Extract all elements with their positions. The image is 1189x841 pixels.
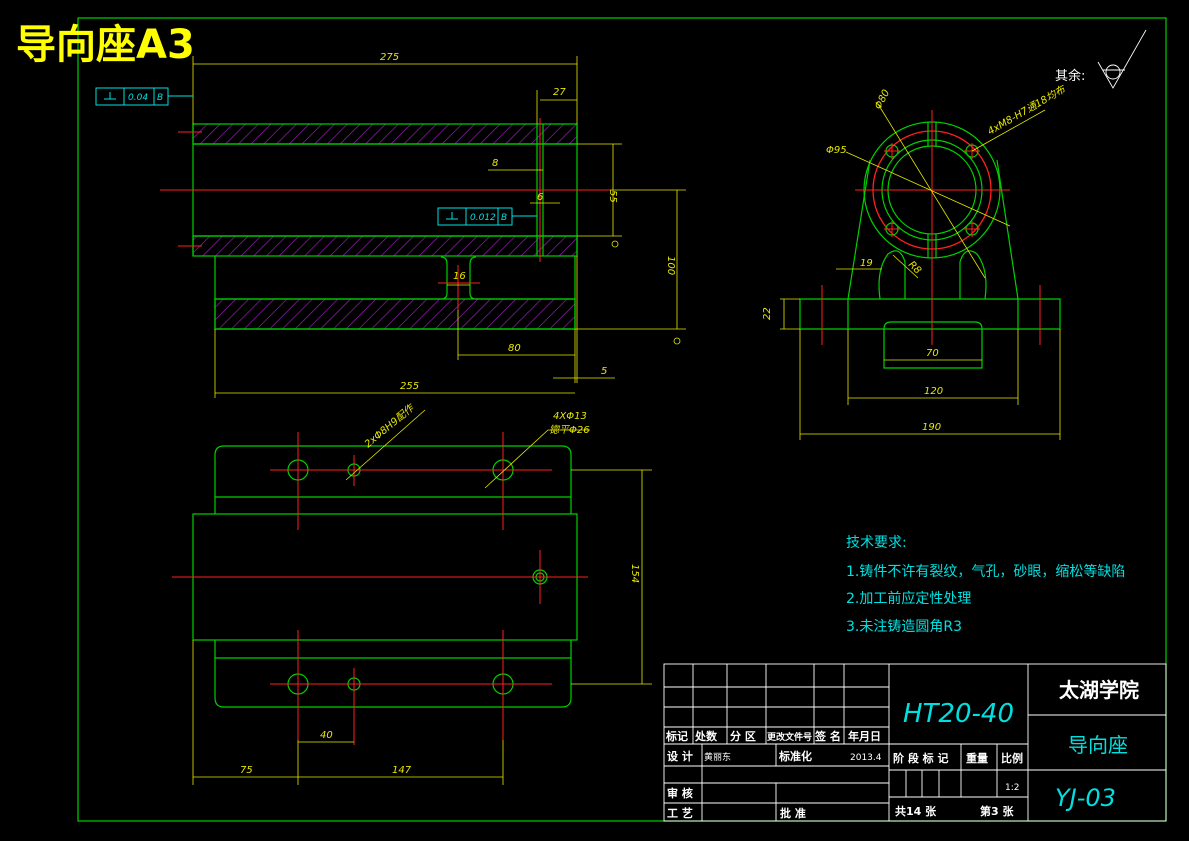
svg-text:其余:: 其余: — [1055, 68, 1085, 84]
dim-16: 16 — [453, 271, 466, 282]
technical-requirements: 技术要求: 1.铸件不许有裂纹，气孔，砂眼，缩松等缺陷 2.加工前应定性处理 3… — [846, 535, 1125, 635]
tb-label: 签 名 — [814, 729, 841, 743]
top-view: 2xΦ8H9配作 4XΦ13 锪平Φ26 154 40 75 147 — [172, 401, 652, 785]
tb-label: 分 区 — [730, 729, 756, 743]
tb-material: HT20-40 — [903, 699, 1014, 729]
dim-phi95: Φ95 — [826, 145, 847, 156]
dim-r8: R8 — [906, 259, 923, 276]
tb-label: 阶 段 标 记 — [893, 751, 949, 765]
dim-19: 19 — [860, 258, 873, 269]
dim-6: 6 — [537, 192, 543, 203]
tb-label: 处数 — [694, 729, 718, 743]
tb-label: 比例 — [1001, 751, 1023, 765]
title-block: 标记 处数 分 区 更改文件号 签 名 年月日 设 计 黄丽东 标准化 2013… — [663, 663, 1167, 822]
tb-drawing-no: YJ-03 — [1055, 784, 1116, 812]
side-view: Φ80 Φ95 4xM8-H7通18均布 19 R8 22 70 120 190 — [762, 82, 1069, 440]
tech-req-item: 2.加工前应定性处理 — [846, 590, 971, 607]
dim-80: 80 — [508, 343, 521, 354]
dim-bolt-holes: 4XΦ13 — [553, 411, 587, 422]
tb-label: 更改文件号 — [767, 731, 812, 743]
svg-text:0.012: 0.012 — [470, 213, 496, 223]
svg-text:0.04: 0.04 — [128, 93, 148, 103]
dim-spotface: 锪平Φ26 — [549, 424, 590, 436]
svg-text:B: B — [157, 93, 163, 103]
tb-part-name: 导向座 — [1068, 733, 1128, 757]
tb-designer: 黄丽东 — [704, 751, 731, 763]
tb-label: 重量 — [966, 751, 988, 765]
dim-120: 120 — [924, 386, 943, 397]
tb-school: 太湖学院 — [1059, 678, 1139, 702]
tech-req-item: 3.未注铸造圆角R3 — [846, 619, 962, 635]
tb-label: 审 核 — [667, 786, 693, 800]
tb-total-sheets: 共14 张 — [895, 804, 937, 818]
tb-label: 设 计 — [667, 749, 693, 763]
upper-wall-section — [192, 123, 578, 145]
tb-label: 标准化 — [778, 749, 812, 763]
tb-label: 年月日 — [848, 729, 881, 743]
dim-5: 5 — [601, 366, 607, 377]
dim-8: 8 — [492, 158, 498, 169]
dim-147: 147 — [392, 765, 412, 776]
dim-27: 27 — [553, 87, 566, 98]
sheet-title: 导向座A3 — [16, 22, 195, 68]
tb-date: 2013.4 — [850, 753, 882, 763]
front-section-view: 275 27 8 6 16 55 100 80 5 255 — [95, 52, 686, 398]
dim-phi80: Φ80 — [873, 88, 892, 111]
perpendicularity-frame-2: 0.012 B — [437, 207, 537, 226]
tb-label: 标记 — [665, 729, 688, 743]
lower-wall-section — [192, 235, 578, 257]
dim-255: 255 — [400, 381, 419, 392]
base-section — [214, 298, 576, 330]
tech-req-heading: 技术要求: — [846, 535, 907, 551]
dim-22: 22 — [762, 307, 773, 320]
dim-75: 75 — [240, 765, 253, 776]
dim-pin-holes: 2xΦ8H9配作 — [362, 401, 418, 450]
tb-scale: 1:2 — [1005, 783, 1019, 793]
tech-req-item: 1.铸件不许有裂纹，气孔，砂眼，缩松等缺陷 — [846, 563, 1125, 580]
svg-text:B: B — [501, 213, 507, 223]
tb-label: 工 艺 — [667, 806, 693, 820]
dim-275: 275 — [380, 52, 399, 63]
dim-70: 70 — [926, 348, 939, 359]
dim-154: 154 — [629, 564, 640, 583]
dim-40: 40 — [320, 730, 333, 741]
drawing-border — [77, 17, 1167, 822]
perpendicularity-frame-1: 0.04 B — [95, 87, 193, 106]
dim-55: 55 — [607, 190, 618, 203]
tb-label: 批 准 — [780, 806, 806, 820]
dim-100: 100 — [665, 256, 676, 275]
dim-190: 190 — [922, 422, 941, 433]
dim-tapped-holes: 4xM8-H7通18均布 — [986, 82, 1069, 137]
tb-sheet-no: 第3 张 — [980, 804, 1014, 818]
surface-finish-symbol: 其余: — [1055, 29, 1147, 89]
